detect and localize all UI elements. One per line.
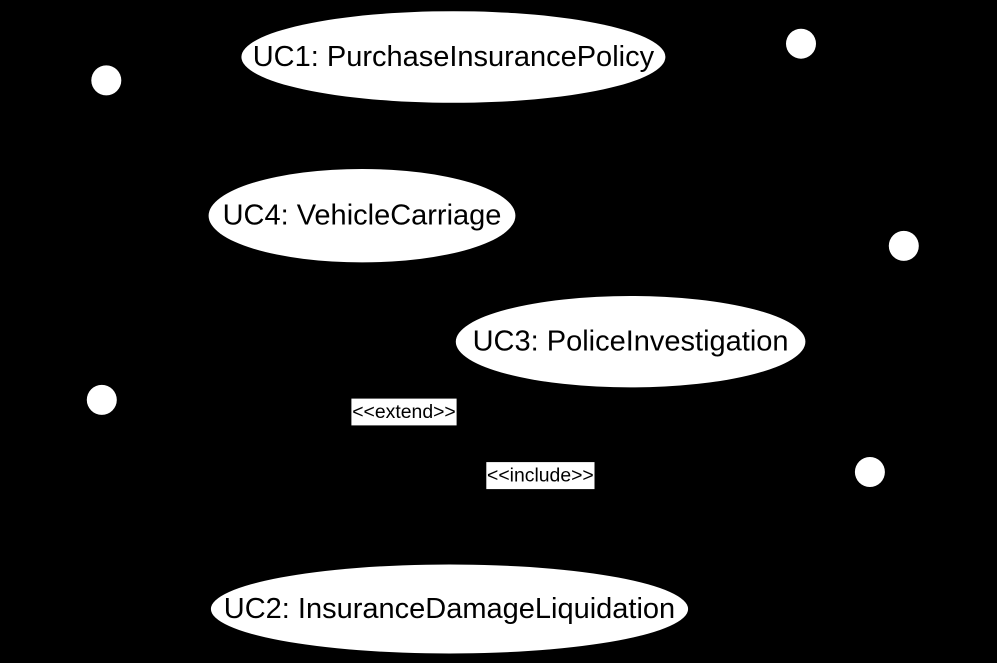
svg-text:UC3: PoliceInvestigation: UC3: PoliceInvestigation xyxy=(473,326,789,358)
svg-text:UC4: VehicleCarriage: UC4: VehicleCarriage xyxy=(223,200,502,232)
svg-text:UC1: PurchaseInsurancePolicy: UC1: PurchaseInsurancePolicy xyxy=(253,41,655,73)
svg-text:<<include>>: <<include>> xyxy=(487,465,594,487)
svg-text:UC2: InsuranceDamageLiquidatio: UC2: InsuranceDamageLiquidation xyxy=(224,593,675,625)
svg-text:<<extend>>: <<extend>> xyxy=(352,401,456,423)
